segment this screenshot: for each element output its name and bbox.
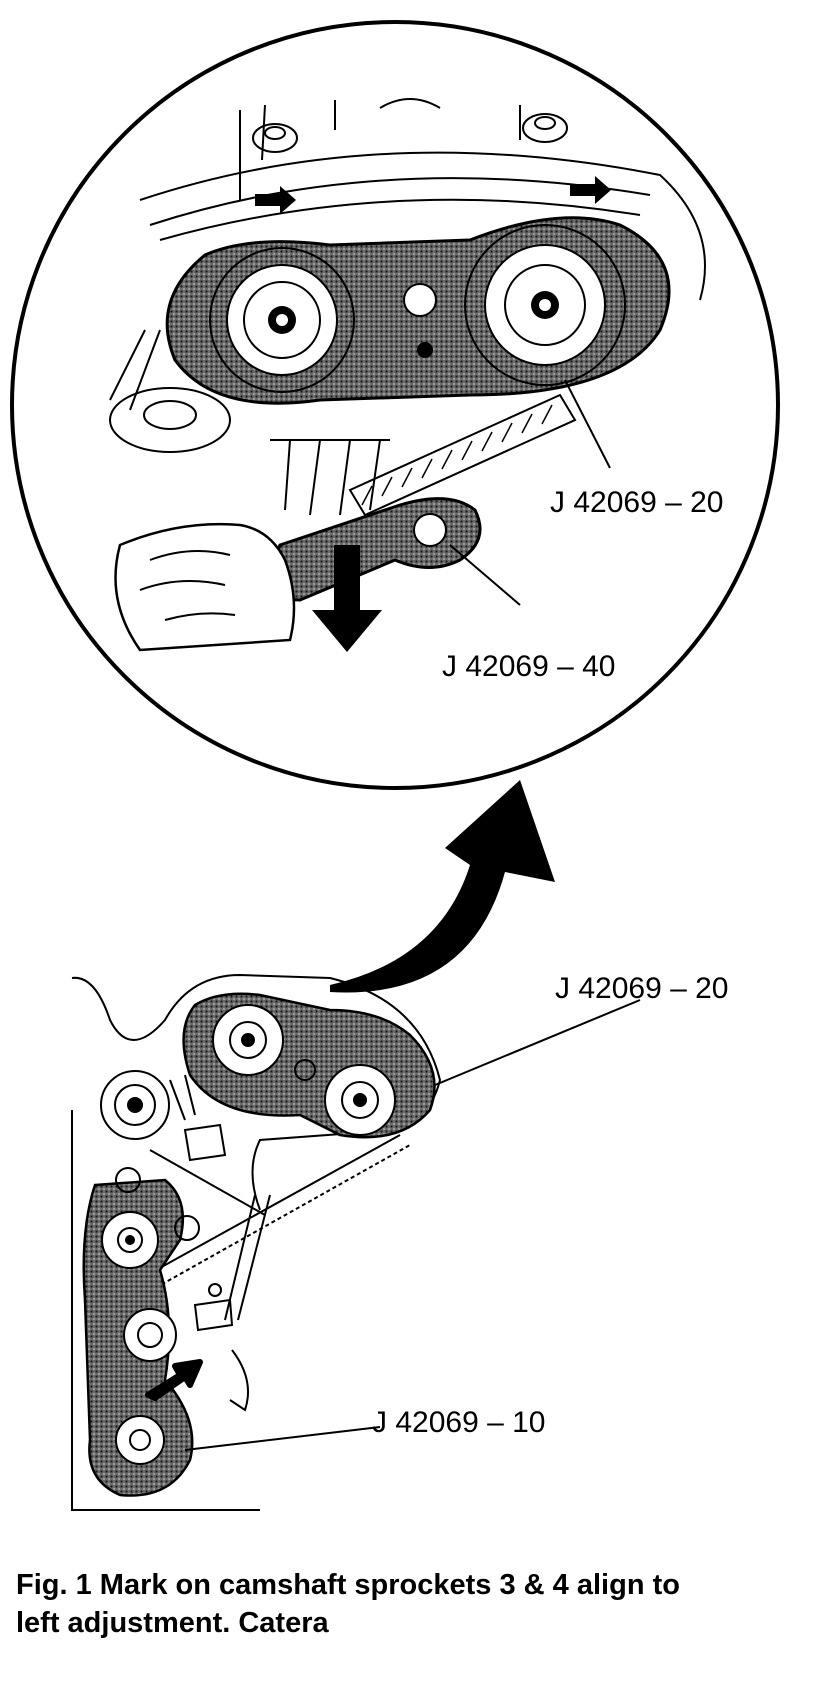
label-j42069-40: J 42069 – 40 bbox=[442, 650, 615, 683]
overview-cam-holder bbox=[182, 992, 436, 1139]
caption-line-2: left adjustment. Catera bbox=[16, 1607, 329, 1639]
label-j42069-20-overview: J 42069 – 20 bbox=[555, 972, 728, 1005]
right-camshaft-sprocket bbox=[464, 224, 626, 386]
label-j42069-20-detail: J 42069 – 20 bbox=[550, 486, 723, 519]
left-camshaft-sprocket bbox=[209, 247, 355, 393]
down-arrow bbox=[312, 545, 382, 652]
caption-line-1: Fig. 1 Mark on camshaft sprockets 3 & 4 … bbox=[16, 1569, 680, 1601]
overview-view: J 42069 – 20 J 42069 – 10 bbox=[71, 972, 728, 1511]
handle-tool bbox=[266, 497, 482, 602]
hand bbox=[114, 522, 296, 652]
detail-view: J 42069 – 20 J 42069 – 40 bbox=[10, 20, 780, 790]
overview-small-arrow bbox=[145, 1359, 203, 1401]
label-j42069-10: J 42069 – 10 bbox=[372, 1406, 545, 1439]
magnify-arrow bbox=[330, 780, 555, 993]
figure-caption: Fig. 1 Mark on camshaft sprockets 3 & 4 … bbox=[16, 1566, 806, 1642]
overview-idler-pulley bbox=[100, 1070, 170, 1140]
